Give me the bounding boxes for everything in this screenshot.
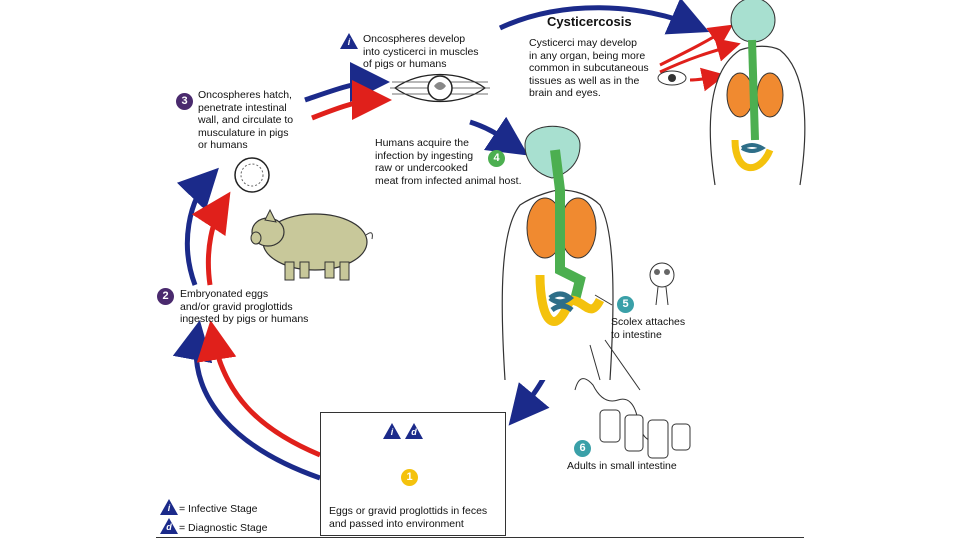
- environment-box: i d 1 Eggs or gravid proglottids in fece…: [320, 412, 506, 536]
- step-2-badge: 2: [157, 288, 174, 305]
- arrow-to-cysticercosis-blue: [498, 0, 710, 35]
- step-1-text: Eggs or gravid proglottids in feces and …: [329, 505, 488, 530]
- arrow-box-to-step2-red: [196, 320, 321, 458]
- pointer-adults: [589, 339, 641, 391]
- step-2-text: Embryonated eggs and/or gravid proglotti…: [180, 288, 309, 325]
- arrow-step2-to-step3-blue: [176, 167, 219, 286]
- step-4-badge: 4: [488, 150, 505, 167]
- infective-stage-icon: i: [340, 33, 358, 49]
- step-6-badge: 6: [574, 440, 591, 457]
- bottom-rule: [156, 537, 804, 538]
- arrow-step2-to-step3-red: [191, 191, 231, 286]
- arrow-cyst-tissue-red: [689, 67, 726, 92]
- arrow-step3-to-muscle-blue: [304, 62, 390, 103]
- step-3-text: Oncospheres hatch, penetrate intestinal …: [198, 89, 294, 151]
- scolex-illustration: [649, 262, 675, 306]
- arrow-muscle-to-human-blue: [469, 116, 529, 156]
- pig-illustration: [250, 208, 373, 281]
- arrow-box-to-step2-blue: [172, 320, 321, 481]
- human-host-illustration: [501, 125, 614, 381]
- muscle-cysticercus-illustration: [390, 74, 490, 102]
- step-1-badge: 1: [401, 469, 418, 486]
- step-4-text: Humans acquire the infection by ingestin…: [375, 137, 522, 187]
- eye-inset-illustration: [657, 70, 687, 86]
- step-5-text: Scolex attaches to intestine: [611, 316, 686, 341]
- legend-infective-icon: i: [160, 499, 178, 515]
- arrow-cyst-eye-red: [659, 38, 741, 74]
- arrow-step3-to-muscle-red: [311, 80, 392, 121]
- infective-stage-icon: i: [383, 423, 401, 439]
- cysticercosis-title: Cysticercosis: [547, 14, 632, 29]
- cysticercosis-text: Cysticerci may develop in any organ, bei…: [529, 37, 649, 99]
- pointer-scolex: [594, 294, 613, 306]
- adult-tapeworm-illustration: [574, 378, 691, 459]
- arrow-cyst-brain-red: [659, 24, 733, 67]
- diagnostic-stage-icon: d: [405, 423, 423, 439]
- step-3-badge: 3: [176, 93, 193, 110]
- oncosphere-illustration: [234, 157, 270, 193]
- legend-infective-label: = Infective Stage: [179, 503, 258, 515]
- legend-diagnostic-label: = Diagnostic Stage: [179, 522, 268, 534]
- step-5-badge: 5: [617, 296, 634, 313]
- muscle-development-text: Oncospheres develop into cysticerci in m…: [363, 33, 479, 70]
- legend-diagnostic-icon: d: [160, 518, 178, 534]
- step-6-text: Adults in small intestine: [567, 460, 677, 472]
- cysticercosis-human-illustration: [709, 0, 806, 186]
